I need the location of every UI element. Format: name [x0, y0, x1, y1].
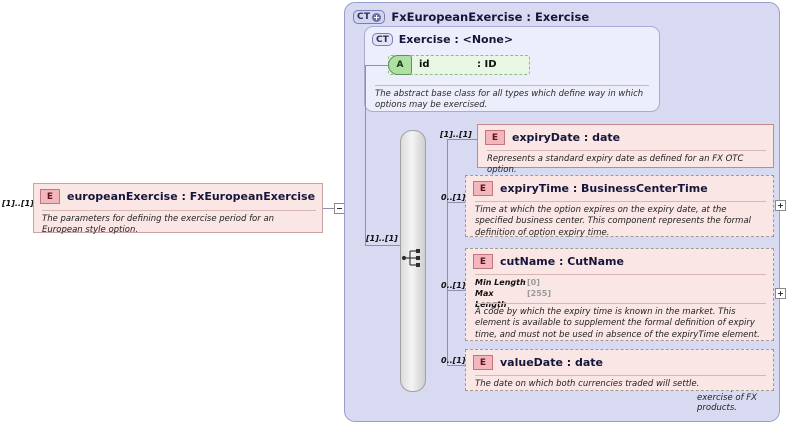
base-type-title: Exercise : <None>	[398, 33, 514, 46]
connector-line	[323, 208, 335, 209]
facet-list: Min Length [0] Max Length [255]	[475, 274, 766, 310]
child-cardinality-1: 0..[1]	[441, 193, 466, 202]
plus-circle-icon[interactable]	[372, 12, 382, 22]
attribute-box-id[interactable]: A id : ID	[388, 55, 530, 75]
facet-value: [255]	[527, 288, 552, 298]
node-documentation: Represents a standard expiry date as def…	[487, 150, 766, 177]
node-documentation: The date on which both currencies traded…	[475, 375, 766, 390]
element-box-european-exercise[interactable]: E europeanExercise : FxEuropeanExercise …	[33, 183, 323, 235]
ct-badge-label: CT	[357, 12, 371, 22]
connector-line	[365, 245, 401, 246]
element-node-value-date[interactable]: E valueDate : date The date on which bot…	[465, 349, 774, 391]
connector-line	[447, 202, 465, 203]
element-node-expiry-time[interactable]: E expiryTime : BusinessCenterTime Time a…	[465, 175, 774, 239]
element-node-cut-name[interactable]: E cutName : CutName Min Length [0] Max L…	[465, 248, 774, 341]
facet-name: Min Length	[475, 278, 526, 287]
child-cardinality-2: 0..[1]	[441, 281, 466, 290]
attribute-name: id	[419, 59, 430, 70]
node-header: E valueDate : date	[473, 355, 603, 370]
node-title: expiryTime : BusinessCenterTime	[500, 182, 708, 195]
node-documentation: Time at which the option expires on the …	[475, 201, 766, 239]
connector-line	[365, 65, 366, 245]
complex-type-title: FxEuropeanExercise : Exercise	[391, 10, 590, 24]
element-badge-icon: E	[473, 355, 493, 370]
element-title: europeanExercise : FxEuropeanExercise	[67, 190, 316, 203]
node-header: E expiryDate : date	[485, 130, 620, 145]
element-header: E europeanExercise : FxEuropeanExercise	[40, 189, 315, 204]
attribute-badge-icon: A	[388, 55, 412, 75]
attribute-type: : ID	[477, 59, 497, 70]
base-type-documentation: The abstract base class for all types wh…	[375, 85, 649, 112]
node-title: cutName : CutName	[500, 255, 624, 268]
base-type-header: CT Exercise : <None>	[372, 33, 513, 46]
connector-line	[447, 290, 465, 291]
element-badge-icon: E	[473, 181, 493, 196]
node-header: E cutName : CutName	[473, 254, 624, 269]
facet-row: Min Length [0]	[475, 278, 766, 289]
sequence-compositor[interactable]	[400, 130, 426, 392]
node-title: valueDate : date	[500, 356, 604, 369]
node-header: E expiryTime : BusinessCenterTime	[473, 181, 708, 196]
connector-line	[365, 65, 389, 66]
connector-line	[447, 365, 465, 366]
complex-type-header: CT FxEuropeanExercise : Exercise	[353, 8, 589, 26]
facet-name: Max Length	[475, 288, 507, 309]
element-node-expiry-date[interactable]: E expiryDate : date Represents a standar…	[477, 124, 774, 175]
facet-row: Max Length [255]	[475, 289, 766, 311]
node-title: expiryDate : date	[512, 131, 621, 144]
facet-value: [0]	[527, 278, 540, 287]
element-documentation: The parameters for defining the exercise…	[42, 210, 316, 237]
base-type-badge[interactable]: CT	[372, 33, 393, 46]
expand-toggle-expiry-time[interactable]	[775, 200, 786, 211]
source-element-cardinality: [1]..[1]	[2, 199, 34, 208]
child-cardinality-3: 0..[1]	[441, 356, 466, 365]
node-documentation: A code by which the expiry time is known…	[475, 303, 766, 341]
element-badge-icon: E	[485, 130, 505, 145]
connector-line	[447, 139, 477, 140]
element-badge-icon: E	[40, 189, 60, 204]
compositor-cardinality: [1]..[1]	[366, 234, 398, 243]
child-cardinality-0: [1]..[1]	[440, 130, 472, 139]
connector-line	[447, 139, 448, 365]
complex-type-badge[interactable]: CT	[353, 10, 386, 24]
expand-toggle-cut-name[interactable]	[775, 288, 786, 299]
sequence-icon	[401, 249, 420, 267]
element-badge-icon: E	[473, 254, 493, 269]
